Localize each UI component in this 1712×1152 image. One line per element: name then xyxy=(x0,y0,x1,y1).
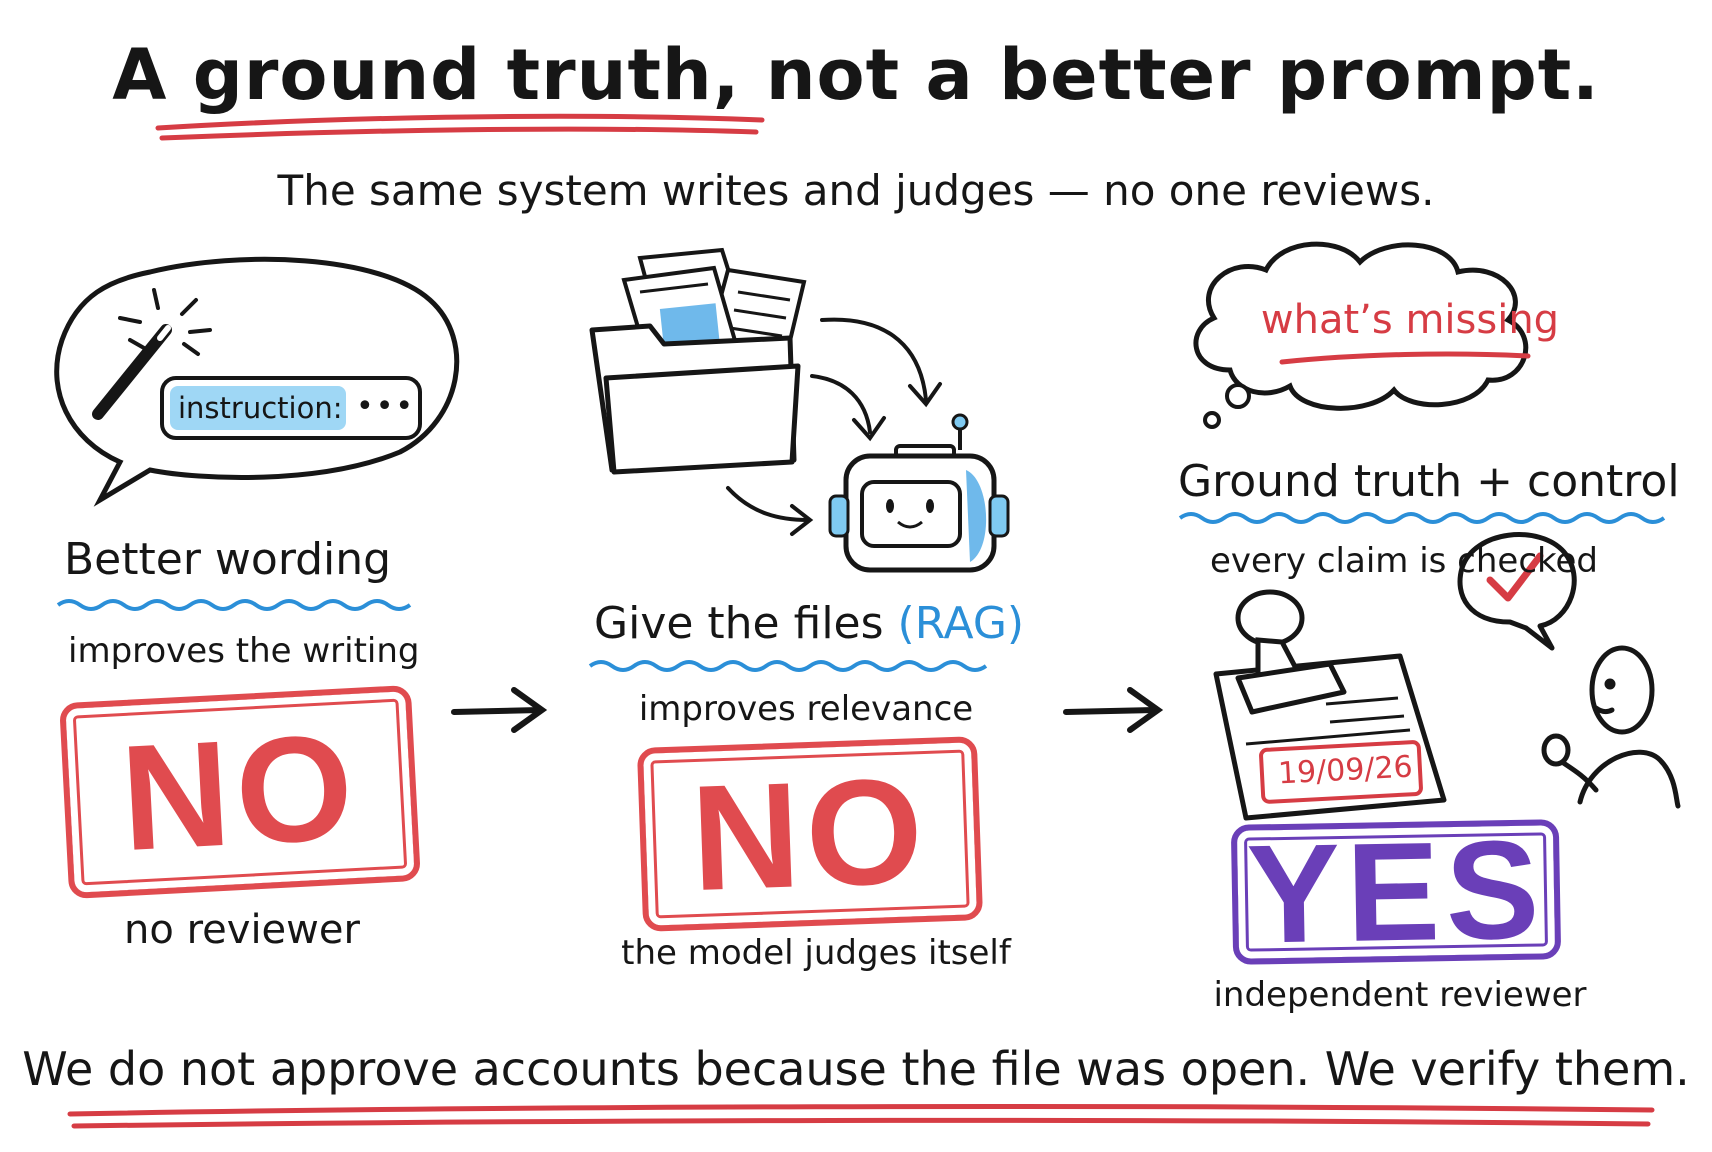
verdict-no-stamp-2: NO xyxy=(636,736,984,932)
panel-truth-sub: every claim is checked xyxy=(1210,541,1599,581)
panel-rag-caption: the model judges itself xyxy=(621,933,1011,973)
heading-underline-1 xyxy=(56,599,412,611)
reviewer-icon xyxy=(1541,645,1681,809)
panel-rag-heading-main: Give the files xyxy=(594,598,884,649)
footer-statement: We do not approve accounts because the f… xyxy=(22,1042,1690,1096)
verdict-yes-stamp: YES xyxy=(1230,810,1562,973)
instruction-field-label: instruction: xyxy=(178,391,343,425)
title-underline xyxy=(155,113,765,141)
verdict-no-stamp-1: NO xyxy=(59,684,421,900)
footer-underline xyxy=(67,1104,1655,1129)
stamp-date: 19/09/26 xyxy=(1277,749,1414,792)
flow-arrows-icon xyxy=(726,317,942,536)
panel-truth-caption: independent reviewer xyxy=(1213,975,1587,1015)
speech-check-icon xyxy=(1457,532,1577,651)
robot-icon xyxy=(828,413,1010,573)
magic-wand-icon xyxy=(92,288,212,420)
panel-rag-sub: improves relevance xyxy=(638,689,974,729)
arrow-right-icon-1 xyxy=(451,687,548,733)
thought-underline xyxy=(1279,351,1531,365)
panel-prompt-caption: no reviewer xyxy=(124,907,360,953)
arrow-right-icon-2 xyxy=(1063,687,1164,733)
heading-underline-3 xyxy=(1178,512,1666,524)
panel-rag-heading-tag: (RAG) xyxy=(897,598,1025,649)
thought-cloud-icon xyxy=(1193,241,1529,429)
thought-text: what’s missing xyxy=(1260,297,1560,343)
instruction-field-icon xyxy=(160,376,422,440)
folder-icon xyxy=(589,247,807,475)
page-subtitle: The same system writes and judges — no o… xyxy=(277,166,1435,215)
panel-prompt-sub: improves the writing xyxy=(68,631,420,671)
panel-truth-heading: Ground truth + control xyxy=(1178,456,1680,507)
panel-rag-heading: Give the files (RAG) xyxy=(594,602,1024,646)
stamp-date-box xyxy=(1259,740,1423,804)
page-title: A ground truth, not a better prompt. xyxy=(112,34,1600,116)
instruction-field-dots: ••• xyxy=(356,389,416,424)
panel-prompt-heading: Better wording xyxy=(64,534,392,585)
heading-underline-2 xyxy=(588,660,988,672)
rubber-stamp-icon xyxy=(1235,589,1347,715)
